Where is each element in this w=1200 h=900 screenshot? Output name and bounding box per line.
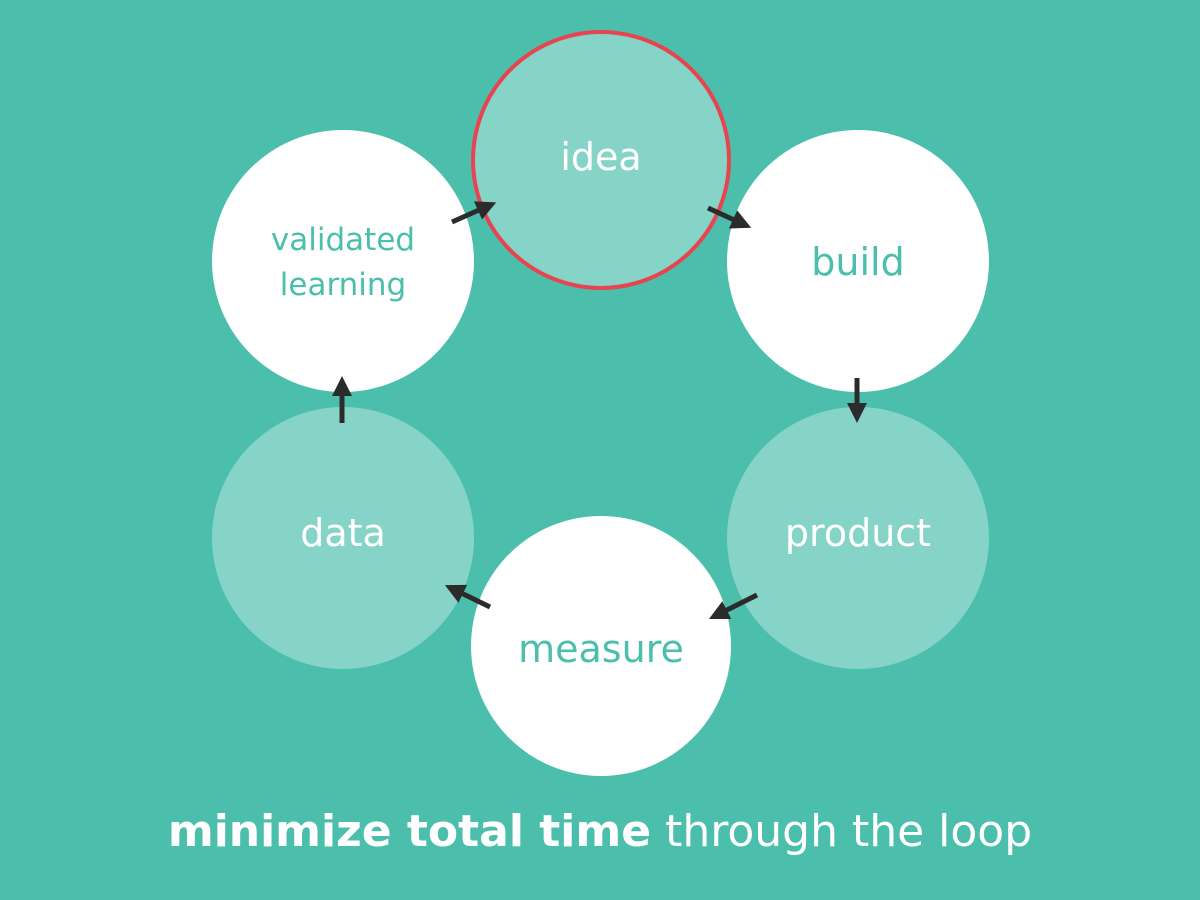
tagline: minimize total time through the loop [0, 806, 1200, 857]
build-label: build [811, 240, 905, 285]
arrow-idea-to-build-icon [706, 205, 752, 229]
data-label: data [300, 511, 386, 556]
arrow-learning-to-idea-icon [450, 201, 497, 225]
product-label: product [784, 511, 932, 556]
product-node: product [727, 407, 989, 669]
validated-learning-label: validated learning [271, 218, 415, 308]
measure-node: measure [471, 516, 731, 776]
data-node: data [212, 407, 474, 669]
build-node: build [727, 130, 989, 392]
tagline-regular: through the loop [665, 806, 1033, 857]
validated-learning-line2: learning [279, 267, 407, 303]
measure-label: measure [518, 627, 684, 672]
tagline-bold: minimize total time [167, 806, 652, 857]
validated-learning-node: validated learning [212, 130, 474, 392]
validated-learning-line1: validated [270, 222, 416, 259]
idea-label: idea [560, 135, 642, 180]
arrow-measure-to-data-icon [444, 584, 492, 610]
arrow-product-to-measure-icon [708, 592, 759, 620]
idea-node: idea [471, 30, 731, 290]
